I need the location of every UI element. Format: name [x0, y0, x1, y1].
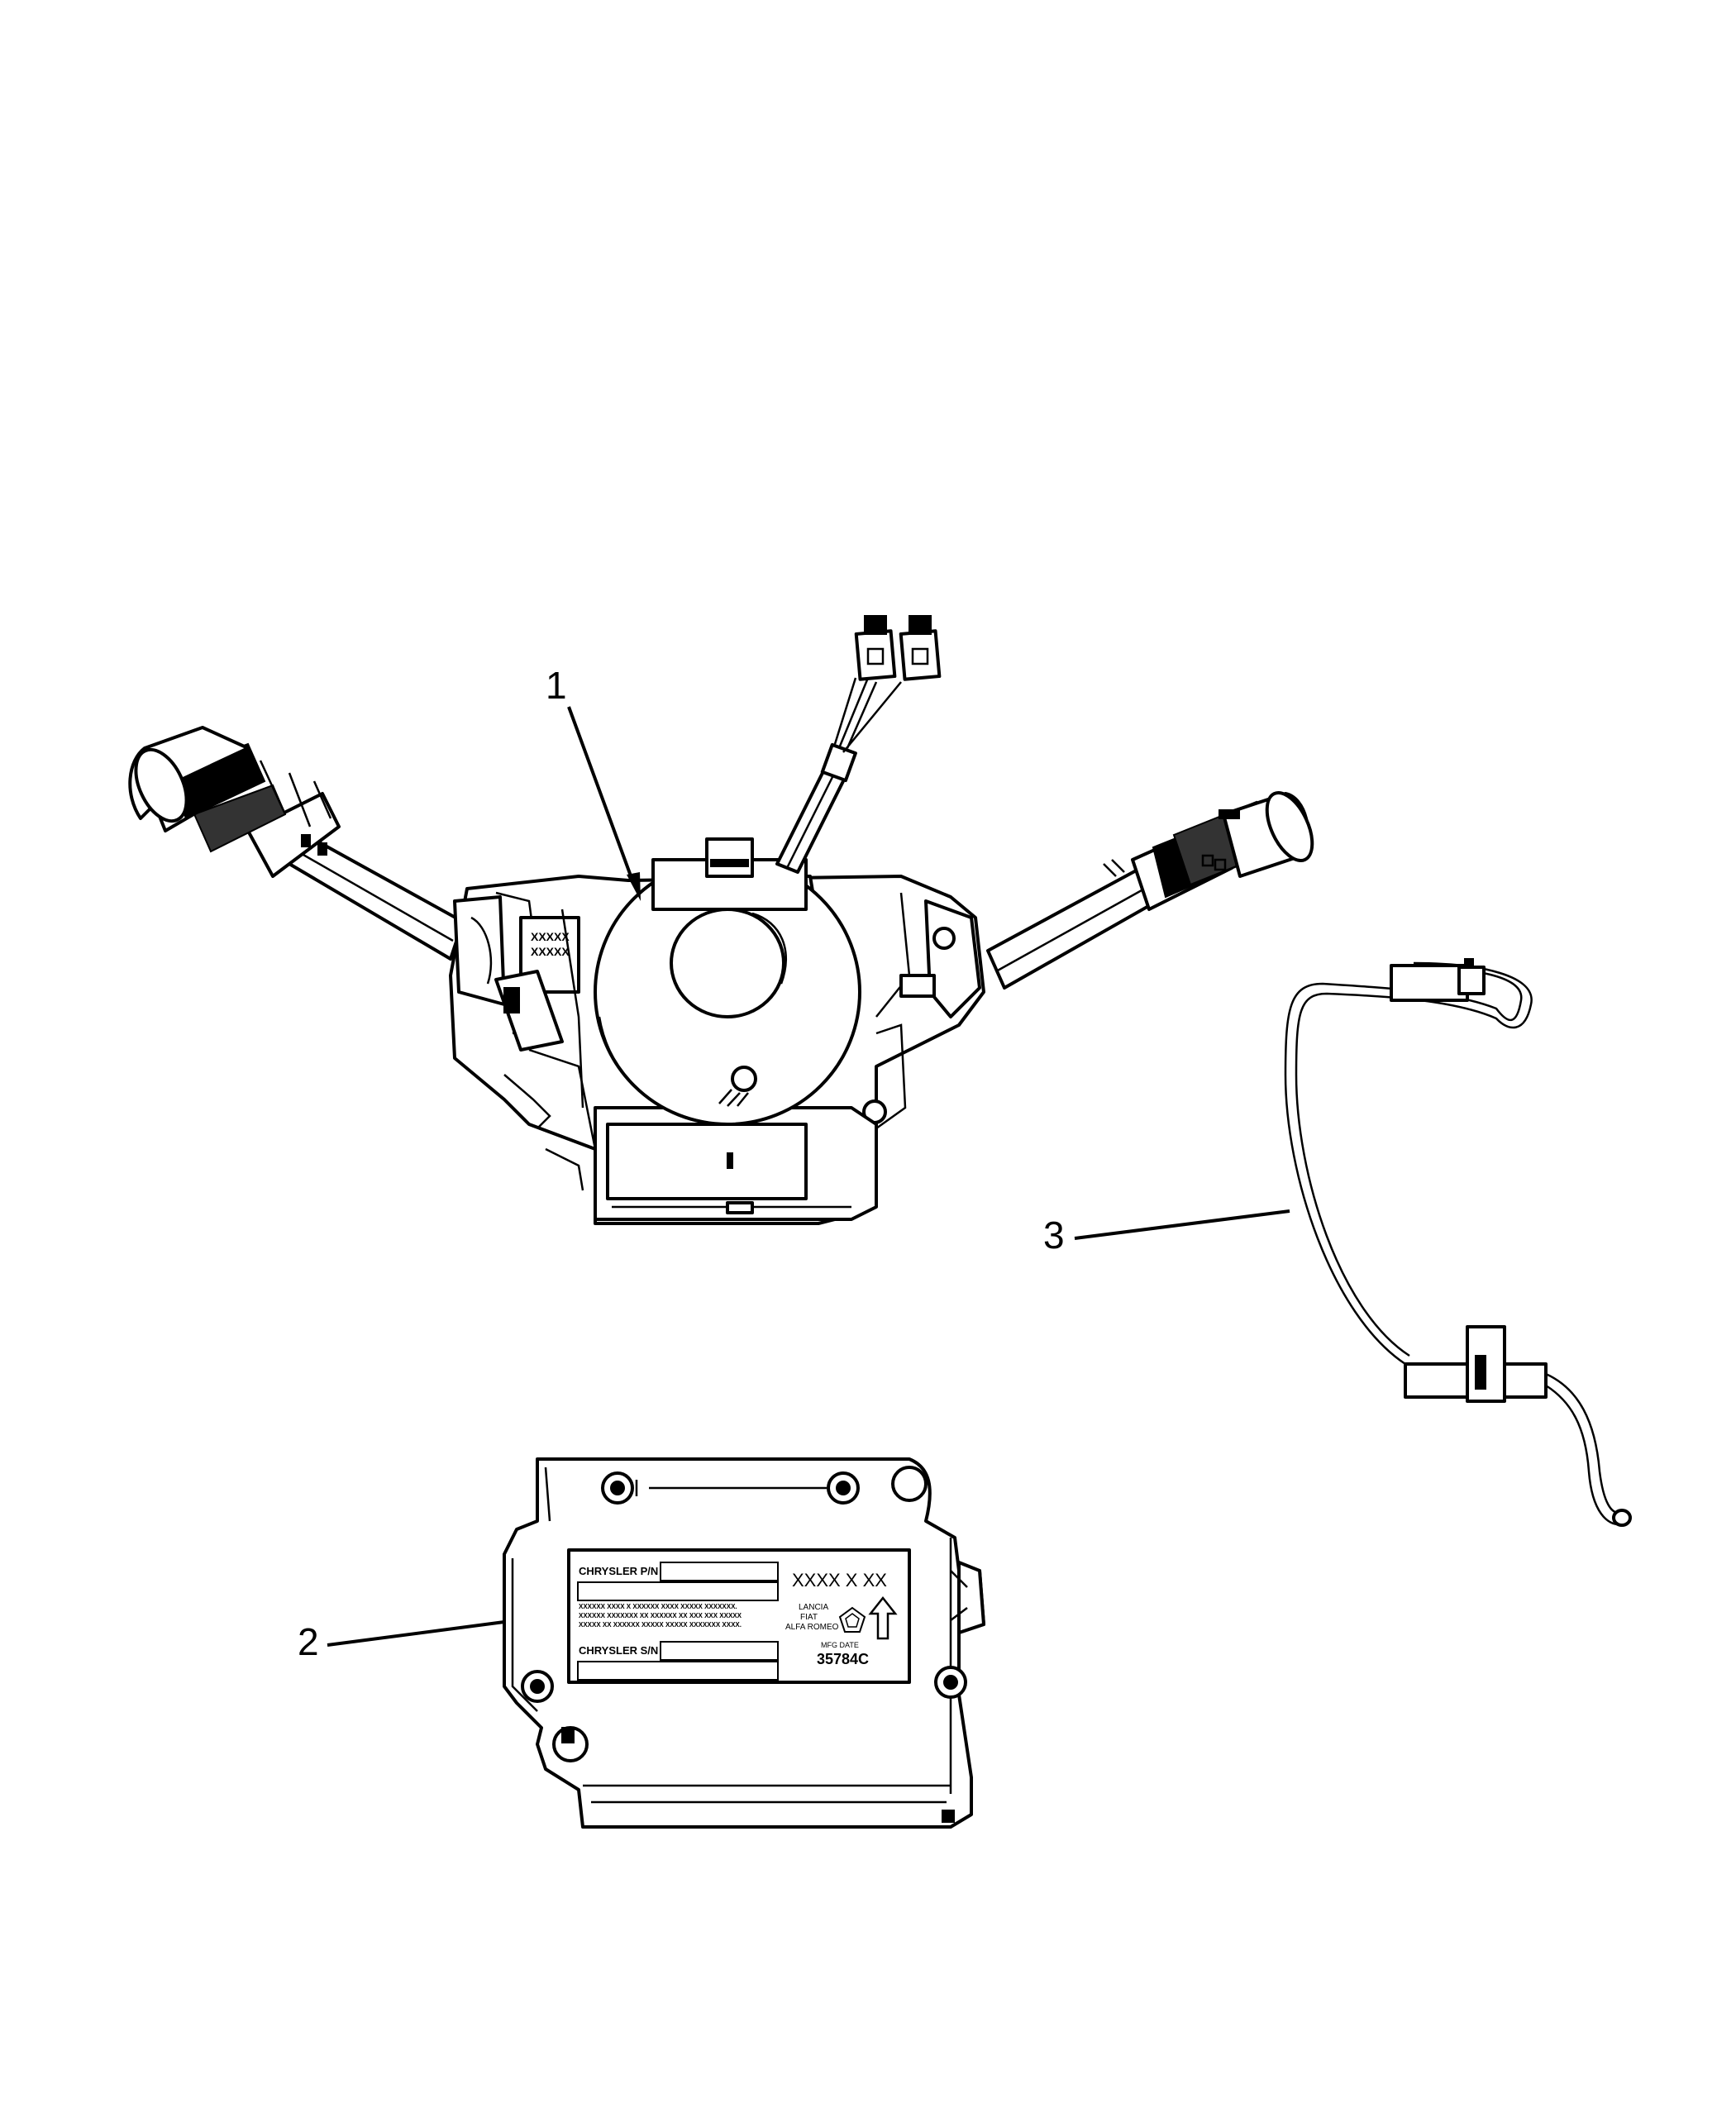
serial-number-box: [660, 1641, 779, 1661]
multifunction-switch-assembly: XXXXX XXXXX: [128, 615, 1314, 1225]
callout-3: 3: [1043, 1209, 1290, 1257]
arrow-up-icon: [868, 1595, 898, 1640]
callout-number: 1: [546, 664, 567, 707]
brand-line: FIAT: [800, 1613, 818, 1622]
warning-line: XXXXX XX XXXXXX XXXXX XXXXX XXXXXXX XXXX…: [579, 1621, 742, 1629]
part-number-line: CHRYSLER P/N: [579, 1565, 659, 1577]
warning-line: XXXXXX XXXX X XXXXXX XXXX XXXXX XXXXXXX.: [579, 1603, 737, 1610]
callout-1: 1: [546, 664, 641, 901]
clockspring: [594, 837, 861, 1126]
serial-number-box-2: [577, 1661, 779, 1681]
callout-number: 2: [298, 1620, 319, 1663]
code-text: XXXX X XX: [792, 1570, 887, 1591]
part-number-box-2: [577, 1581, 779, 1601]
callout-number: 3: [1043, 1214, 1065, 1257]
date-code: 35784C: [817, 1651, 870, 1667]
brand-line: ALFA ROMEO: [785, 1623, 839, 1632]
brand-line: LANCIA: [799, 1603, 829, 1612]
svg-text:XXXXX: XXXXX: [531, 930, 570, 943]
warning-line: XXXXXX XXXXXXX XX XXXXXX XX XXX XXX XXXX…: [579, 1612, 742, 1619]
module-label-text: CHRYSLER P/N XXXX X XX XXXXXX XXXX X XXX…: [569, 1550, 909, 1682]
svg-text:XXXXX: XXXXX: [531, 945, 570, 958]
part-number-box: [660, 1562, 779, 1581]
left-stalk: [128, 726, 465, 961]
date-caption: MFG DATE: [821, 1641, 859, 1649]
wire-harness-jumper: [1284, 958, 1632, 1527]
serial-number-line: CHRYSLER S/N: [579, 1644, 659, 1657]
pentastar-logo-icon: [838, 1606, 866, 1633]
right-stalk: [986, 791, 1314, 990]
switch-connector-pigtail: [775, 615, 942, 874]
callout-2: 2: [298, 1620, 505, 1663]
